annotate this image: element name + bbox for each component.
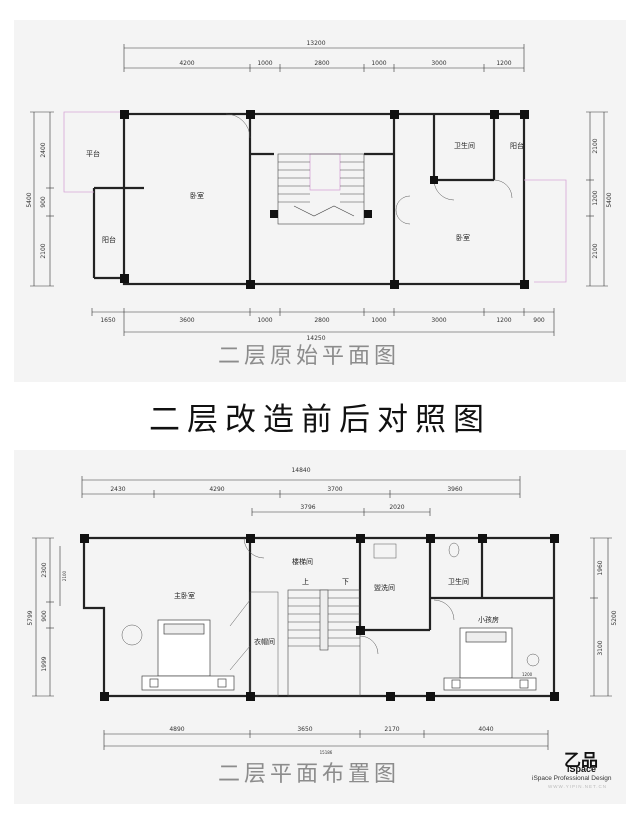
dim-bottom-4: 2800: [314, 317, 329, 324]
dim-bottom-2: 3650: [297, 726, 312, 733]
closet-wardrobe: [229, 591, 279, 697]
bed-width-dim: 1200: [522, 672, 533, 677]
original-staircase: [277, 153, 365, 225]
room-washroom-label: 盥洗间: [374, 583, 395, 592]
dim-left-3: 1999: [41, 656, 48, 671]
layout-staircase: [287, 589, 361, 697]
room-bathroom-label: 卫生间: [448, 577, 469, 586]
dim-bottom-3: 2170: [384, 726, 399, 733]
walls: [92, 112, 526, 286]
room-bedroom-right-label: 卧室: [456, 233, 470, 242]
room-small-bedroom-label: 小孩房: [478, 615, 499, 624]
dim-right-2: 3100: [597, 640, 604, 655]
dim-bottom-1: 4890: [169, 726, 184, 733]
dim-right-1: 2100: [592, 138, 599, 153]
logo-brand: iSpace: [567, 764, 597, 774]
columns: [120, 110, 529, 289]
dim-top-1: 2430: [110, 486, 125, 493]
layout-plan-caption: 二层平面布置图: [218, 762, 401, 787]
dim-top-3: 2800: [314, 60, 329, 67]
dim-bottom-1: 1650: [100, 317, 115, 324]
dim-top-1: 4200: [179, 60, 194, 67]
original-floor-plan-panel: 13200 4200 1000 2800 1000 3000 1200 1650…: [14, 20, 626, 382]
dim-left-inner: 2100: [62, 570, 67, 581]
room-balcony-right-label: 阳台: [510, 141, 524, 150]
dim-bottom-4: 4040: [478, 726, 493, 733]
room-balcony-left-label: 阳台: [102, 235, 116, 244]
dim-bottom-8: 900: [533, 317, 545, 324]
dim-bottom-total: 15186: [320, 750, 333, 755]
dim-top-2: 4290: [209, 486, 224, 493]
columns: [80, 534, 559, 701]
stairs-down-label: 下: [342, 578, 349, 586]
dim-top-3: 3700: [327, 486, 342, 493]
dim-bottom-6: 3000: [431, 317, 446, 324]
room-master-bedroom-label: 主卧室: [174, 591, 195, 600]
dim-right-1: 1960: [597, 560, 604, 575]
dim-top-inner-2: 2020: [389, 504, 404, 511]
original-floor-plan-drawing: 13200 4200 1000 2800 1000 3000 1200 1650…: [26, 40, 613, 342]
layout-floor-plan-drawing: 14840 2430 4290 3700 3960 3796 2020 5799…: [27, 467, 618, 755]
dim-left-1: 2300: [41, 562, 48, 577]
dim-right-3: 2100: [592, 243, 599, 258]
logo-tagline: iSpace Professional Design: [532, 775, 612, 782]
layout-floor-plan-panel: 14840 2430 4290 3700 3960 3796 2020 5799…: [14, 450, 626, 804]
dim-bottom-5: 1000: [371, 317, 386, 324]
room-bathroom-label: 卫生间: [454, 141, 475, 150]
dim-top-total: 13200: [306, 40, 325, 47]
dim-right-total: 5400: [606, 192, 613, 207]
dim-top-2: 1000: [257, 60, 272, 67]
dim-top-inner-1: 3796: [300, 504, 315, 511]
dim-left-1: 2400: [40, 142, 47, 157]
logo-mark: 乙品: [564, 751, 598, 771]
master-bed: [141, 619, 235, 691]
brand-logo: 乙品 iSpace iSpace Professional Design WWW…: [530, 746, 630, 802]
dim-left-2: 900: [40, 196, 47, 208]
dim-bottom-2: 3600: [179, 317, 194, 324]
logo-url: WWW.YIPIN.NET.CN: [548, 784, 607, 789]
dim-top-total: 14840: [291, 467, 310, 474]
dim-top-5: 3000: [431, 60, 446, 67]
dim-left-2: 900: [41, 610, 48, 622]
dim-top-6: 1200: [496, 60, 511, 67]
dim-left-total: 5799: [27, 610, 34, 625]
dim-right-2: 1200: [592, 190, 599, 205]
room-staircase-label: 楼梯间: [292, 557, 313, 566]
dim-left-3: 2100: [40, 243, 47, 258]
dim-top-4: 3960: [447, 486, 462, 493]
original-plan-caption: 二层原始平面图: [218, 344, 401, 369]
dim-top-4: 1000: [371, 60, 386, 67]
comparison-heading: 二层改造前后对照图: [149, 402, 491, 438]
room-closet-label: 衣帽间: [254, 637, 275, 646]
room-bedroom-left-label: 卧室: [190, 191, 204, 200]
stairs-up-label: 上: [302, 577, 309, 586]
dim-left-total: 5400: [26, 192, 33, 207]
dim-bottom-3: 1000: [257, 317, 272, 324]
dim-bottom-7: 1200: [496, 317, 511, 324]
dim-bottom-total: 14250: [306, 335, 325, 342]
small-bed: [443, 627, 537, 691]
dim-right-total: 5200: [611, 610, 618, 625]
room-platform-label: 平台: [86, 149, 100, 158]
